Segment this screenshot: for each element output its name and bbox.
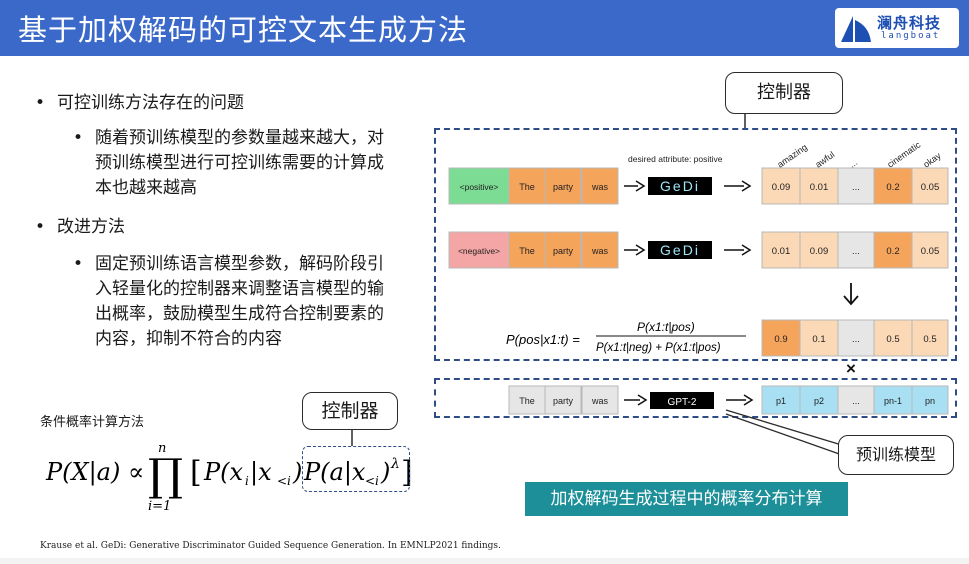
formula-prod-upper: n bbox=[158, 441, 166, 456]
citation-footer: Krause et al. GeDi: Generative Discrimin… bbox=[40, 541, 501, 551]
formula-lm-term: P(x bbox=[203, 458, 244, 486]
callout-controller-top: 控制器 bbox=[725, 72, 843, 114]
bullet-dot-icon: • bbox=[73, 128, 84, 148]
formula-prod-symbol: ∏ bbox=[148, 450, 183, 501]
bullet-dot-icon: • bbox=[73, 254, 84, 274]
formula-prod-lower: i=1 bbox=[148, 499, 171, 514]
sub-bullet-method-text: 固定预训练语言模型参数，解码阶段引入轻量化的控制器来调整语言模型的输出概率，鼓励… bbox=[95, 254, 384, 349]
bullet-dot-icon: • bbox=[35, 217, 46, 237]
formula-controller-term: P(a|x bbox=[303, 458, 366, 487]
header-bar: 基于加权解码的可控文本生成方法 澜舟科技 langboat bbox=[0, 0, 969, 56]
bullet-problem-text: 可控训练方法存在的问题 bbox=[57, 93, 244, 113]
controller-term-highlight bbox=[302, 446, 410, 492]
langboat-logo-icon bbox=[841, 16, 871, 42]
controller-frame bbox=[434, 128, 957, 361]
formula-bracket-open: [ bbox=[190, 455, 202, 490]
bullet-problem: • 可控训练方法存在的问题 bbox=[35, 91, 397, 116]
formula-lhs: P(X|a) ∝ bbox=[45, 458, 144, 487]
callout-controller-formula: 控制器 bbox=[302, 392, 398, 430]
svg-text:|x: |x bbox=[250, 458, 272, 487]
svg-text:i: i bbox=[245, 474, 249, 488]
slide-title: 基于加权解码的可控文本生成方法 bbox=[18, 13, 469, 47]
formula-label: 条件概率计算方法 bbox=[40, 415, 145, 430]
formula-lambda: λ bbox=[390, 456, 400, 472]
logo-text-cn: 澜舟科技 bbox=[877, 14, 942, 32]
sub-bullet-method: • 固定预训练语言模型参数，解码阶段引入轻量化的控制器来调整语言模型的输出概率，鼓… bbox=[73, 252, 395, 352]
formula-bracket-close: ] bbox=[401, 455, 413, 490]
logo-text-en: langboat bbox=[881, 31, 941, 41]
footer-bar bbox=[0, 558, 969, 564]
callout-pretrained-model: 预训练模型 bbox=[838, 435, 954, 475]
sub-bullet-cost-text: 随着预训练模型的参数量越来越大，对预训练模型进行可控训练需要的计算成本也越来越高 bbox=[95, 128, 384, 198]
callout-pre-pointer-b bbox=[725, 413, 846, 457]
sub-bullet-cost: • 随着预训练模型的参数量越来越大，对预训练模型进行可控训练需要的计算成本也越来越… bbox=[73, 126, 395, 201]
conditional-probability-formula: P(X|a) ∝ n ∏ i=1 [ P(x i |x <i ) P(a|x <… bbox=[45, 441, 413, 514]
svg-text:): ) bbox=[292, 458, 302, 486]
svg-text:): ) bbox=[380, 458, 390, 486]
bullet-improvement-text: 改进方法 bbox=[57, 217, 125, 237]
language-model-frame bbox=[434, 378, 957, 418]
svg-text:<i: <i bbox=[277, 474, 291, 488]
svg-text:<i: <i bbox=[365, 474, 379, 488]
diagram-caption: 加权解码生成过程中的概率分布计算 bbox=[525, 482, 848, 516]
bullet-improvement: • 改进方法 bbox=[35, 215, 397, 240]
company-logo: 澜舟科技 langboat bbox=[835, 8, 959, 48]
bullet-dot-icon: • bbox=[35, 93, 46, 113]
multiply-symbol: × bbox=[846, 359, 856, 378]
